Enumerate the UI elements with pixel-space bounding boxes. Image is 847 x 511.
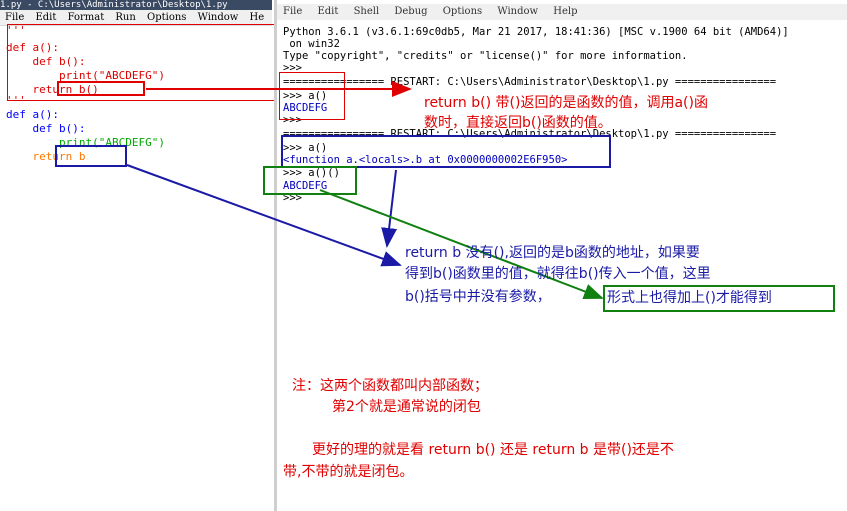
return-b-call-box — [57, 81, 145, 96]
shell-menu-options[interactable]: Options — [442, 6, 483, 17]
note-blue-line1: return b 没有(),返回的是b函数的地址，如果要 — [405, 245, 700, 261]
shell-menu-help[interactable]: Help — [553, 6, 578, 17]
shell-input-1: >>> a() — [283, 90, 328, 102]
note-blue-line3a: b()括号中并没有参数， — [405, 289, 551, 305]
note-red-3-line2: 带,不带的就是闭包。 — [283, 464, 414, 480]
shell-window: File Edit Shell Debug Options Window Hel… — [263, 0, 847, 511]
shell-input-3: >>> a()() — [283, 167, 340, 179]
shell-menubar: File Edit Shell Debug Options Window Hel… — [277, 4, 847, 20]
shell-output-3: ABCDEFG — [283, 180, 328, 192]
code-comment-open: ''' — [6, 24, 26, 37]
shell-prompt-2: >>> — [283, 114, 309, 126]
shell-output-1-box — [279, 72, 345, 120]
shell-menu-debug[interactable]: Debug — [394, 6, 428, 17]
shell-prompt: >>> — [283, 62, 309, 74]
shell-menu-edit[interactable]: Edit — [317, 6, 339, 17]
editor-menu-options[interactable]: Options — [147, 12, 187, 23]
note-red-1-line1: return b() 带()返回的是函数的值，调用a()函 — [424, 95, 708, 111]
shell-menu-shell[interactable]: Shell — [353, 6, 380, 17]
note-red-2-line1: 注：这两个函数都叫内部函数； — [292, 378, 488, 394]
arrow-blue-1 — [126, 164, 402, 267]
editor-menu-run[interactable]: Run — [115, 12, 136, 23]
note-red-3-line1: 更好的理的就是看 return b() 还是 return b 是带()还是不 — [312, 442, 674, 458]
code1-line3: print("ABCDEFG") — [6, 69, 165, 82]
note-red-2-line2: 第2个就是通常说的闭包 — [332, 399, 481, 415]
shell-output-2-box — [281, 135, 611, 168]
code1-line4: return b() — [6, 83, 99, 96]
code2-line2: def b(): — [6, 122, 86, 135]
code1-line1: def a(): — [6, 41, 59, 54]
shell-banner-line2: on win32 — [283, 38, 340, 50]
arrow-green — [319, 189, 604, 300]
shell-output-1: ABCDEFG — [283, 102, 328, 114]
editor-menubar: File Edit Format Run Options Window He — [0, 10, 272, 26]
editor-window: 1.py - C:\Users\Administrator\Desktop\1.… — [0, 0, 278, 511]
code2-line1: def a(): — [6, 108, 59, 121]
note-red-1-line2: 数时，直接返回b()函数的值。 — [424, 115, 612, 131]
return-b-box — [55, 145, 127, 167]
editor-menu-file[interactable]: File — [5, 12, 25, 23]
note-blue-line2: 得到b()函数里的值，就得往b()传入一个值，这里 — [405, 266, 711, 282]
editor-menu-format[interactable]: Format — [67, 12, 105, 23]
shell-input-2: >>> a() — [283, 142, 328, 154]
shell-output-3-box — [263, 166, 357, 195]
editor-menu-edit[interactable]: Edit — [35, 12, 57, 23]
shell-prompt-3: >>> — [283, 192, 309, 204]
code1-line2: def b(): — [6, 55, 86, 68]
note-blue-line3b: 形式上也得加上()才能得到 — [603, 285, 835, 312]
shell-menu-file[interactable]: File — [283, 6, 303, 17]
shell-restart-2: ================ RESTART: C:\Users\Admin… — [283, 128, 777, 140]
shell-banner-line1: Python 3.6.1 (v3.6.1:69c0db5, Mar 21 201… — [283, 26, 789, 38]
code2-line4: return b — [6, 150, 86, 163]
shell-output-2: <function a.<locals>.b at 0x0000000002E6… — [283, 154, 568, 166]
editor-menu-help[interactable]: He — [249, 12, 265, 23]
editor-titlebar: 1.py - C:\Users\Administrator\Desktop\1.… — [0, 0, 272, 10]
shell-menu-window[interactable]: Window — [497, 6, 539, 17]
shell-restart-1: ================ RESTART: C:\Users\Admin… — [283, 76, 777, 88]
editor-menu-window[interactable]: Window — [197, 12, 239, 23]
arrow-blue-2 — [381, 169, 398, 248]
shell-banner-line3: Type "copyright", "credits" or "license(… — [283, 50, 688, 62]
